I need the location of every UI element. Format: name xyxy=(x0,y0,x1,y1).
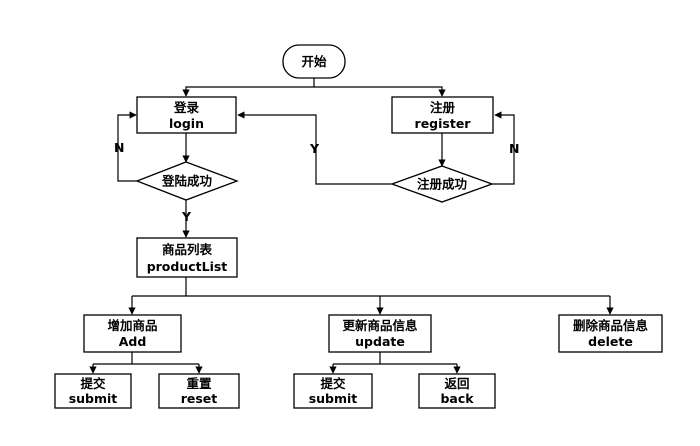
login-success-label: 登陆成功 xyxy=(161,174,212,189)
register-success-decision: 注册成功 xyxy=(390,165,494,203)
login-node-label-cn: 登录 xyxy=(173,100,200,115)
register-node: 注册 register xyxy=(391,96,494,134)
delete-product-node: 删除商品信息 delete xyxy=(558,314,663,353)
add-reset-node: 重置 reset xyxy=(158,373,240,409)
add-reset-label-cn: 重置 xyxy=(186,376,212,391)
add-submit-label-en: submit xyxy=(69,391,118,406)
edge-login-check-no xyxy=(117,111,138,182)
connectors xyxy=(89,78,614,374)
edge-label-login-yes: Y xyxy=(181,209,192,224)
update-product-node: 更新商品信息 update xyxy=(328,314,432,353)
product-list-label-cn: 商品列表 xyxy=(162,242,213,257)
edge-label-register-no: N xyxy=(509,141,519,156)
add-reset-label-en: reset xyxy=(181,391,218,406)
add-submit-label-cn: 提交 xyxy=(80,376,106,391)
register-node-label-cn: 注册 xyxy=(430,100,456,115)
update-back-label-cn: 返回 xyxy=(444,376,469,391)
add-product-node: 增加商品 Add xyxy=(83,314,182,353)
edge-label-login-no: N xyxy=(114,140,124,155)
update-back-label-en: back xyxy=(440,391,474,406)
register-success-label: 注册成功 xyxy=(417,177,467,192)
add-product-label-en: Add xyxy=(119,334,147,349)
delete-product-label-en: delete xyxy=(588,334,633,349)
edge-label-register-yes: Y xyxy=(309,141,320,156)
edge-register-check-no xyxy=(492,111,515,185)
add-submit-node: 提交 submit xyxy=(54,373,132,409)
update-submit-label-en: submit xyxy=(309,391,358,406)
update-product-label-cn: 更新商品信息 xyxy=(342,318,418,333)
register-node-label-en: register xyxy=(415,116,472,131)
start-node-label: 开始 xyxy=(301,54,327,69)
login-node-label-en: login xyxy=(169,116,204,131)
edge-start-register xyxy=(314,86,446,97)
product-list-label-en: productList xyxy=(147,259,228,274)
update-submit-node: 提交 submit xyxy=(293,373,373,409)
edge-register-check-yes xyxy=(237,111,392,185)
start-node: 开始 xyxy=(282,44,346,79)
update-product-label-en: update xyxy=(355,334,405,349)
delete-product-label-cn: 删除商品信息 xyxy=(573,318,649,333)
update-submit-label-cn: 提交 xyxy=(320,376,346,391)
login-node: 登录 login xyxy=(136,96,237,134)
product-list-node: 商品列表 productList xyxy=(136,237,238,278)
update-back-node: 返回 back xyxy=(418,373,496,409)
edge-start-branch xyxy=(182,78,315,97)
add-product-label-cn: 增加商品 xyxy=(107,318,157,333)
login-success-decision: 登陆成功 xyxy=(135,161,239,201)
